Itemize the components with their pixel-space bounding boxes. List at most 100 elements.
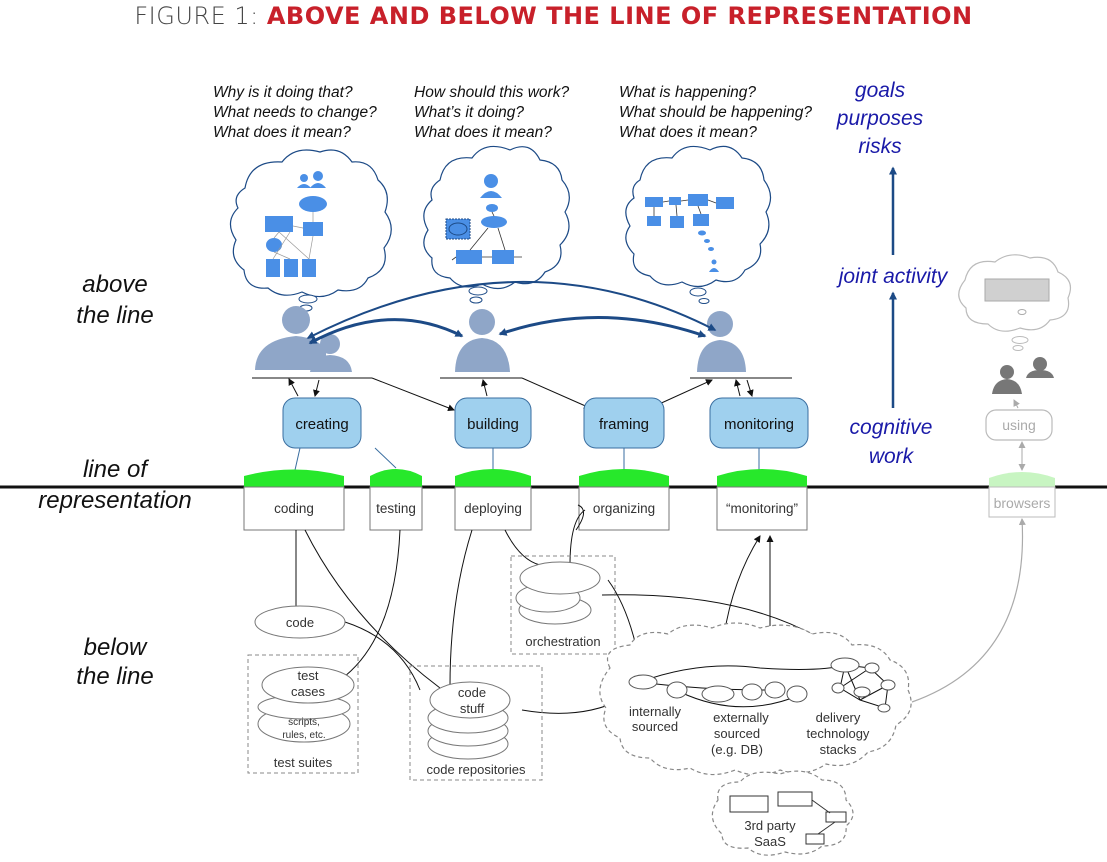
activity-label: creating xyxy=(295,416,348,433)
below-line-label: below xyxy=(84,634,148,661)
box-icon xyxy=(265,216,293,232)
question-text: How should this work? xyxy=(414,84,569,101)
representation-label: coding xyxy=(274,501,314,516)
box-icon xyxy=(445,218,471,240)
green-caps xyxy=(244,469,1055,487)
code-stuff-label: stuff xyxy=(460,701,485,716)
scripts-label: scripts, xyxy=(288,717,320,728)
box-icon xyxy=(456,250,482,264)
activity-using: using xyxy=(985,409,1053,441)
box-icon xyxy=(302,259,316,277)
activity-creating: creating xyxy=(282,397,362,449)
code-node: code xyxy=(254,605,346,639)
line-of-representation-label: line of xyxy=(83,456,149,483)
above-line-label: above xyxy=(82,271,147,298)
activity-monitoring: monitoring xyxy=(709,397,809,449)
questions-creating: Why is it doing that? What needs to chan… xyxy=(213,84,377,141)
person-building-icon xyxy=(455,309,510,372)
question-text: What does it mean? xyxy=(414,124,552,141)
box-icon xyxy=(492,250,514,264)
internally-sourced-label: sourced xyxy=(632,719,678,734)
figure-title-prefix: FIGURE 1: xyxy=(134,2,267,30)
box-icon xyxy=(645,197,663,207)
person-icon xyxy=(709,259,719,272)
questions-building: How should this work? What’s it doing? W… xyxy=(414,84,569,141)
test-suites-group: test cases scripts, rules, etc. test sui… xyxy=(247,654,359,774)
code-repositories-label: code repositories xyxy=(427,762,526,777)
person-icon xyxy=(480,174,502,198)
goals-label: goals xyxy=(855,79,906,102)
orchestration-group: orchestration xyxy=(510,555,616,655)
code-stuff-label: code xyxy=(458,685,486,700)
using-link xyxy=(1013,399,1020,409)
test-cases-label: cases xyxy=(291,684,325,699)
right-axis: goals purposes risks joint activity cogn… xyxy=(836,79,949,468)
ellipse-icon xyxy=(481,216,507,228)
saas-label: 3rd party xyxy=(744,818,796,833)
representation-label: testing xyxy=(376,501,416,516)
box-icon xyxy=(688,194,708,206)
figure-title-main: ABOVE AND BELOW THE LINE OF REPRESENTATI… xyxy=(266,2,973,30)
person-icon xyxy=(297,174,311,188)
level-labels: above the line line of representation be… xyxy=(38,271,191,690)
person-icon xyxy=(310,171,326,188)
cognitive-label: cognitive xyxy=(850,416,933,439)
joint-activity-arrows xyxy=(306,280,717,345)
above-line-label: the line xyxy=(76,302,153,329)
activity-label: building xyxy=(467,416,519,433)
externally-sourced-label: (e.g. DB) xyxy=(711,742,763,757)
activity-cap-links xyxy=(294,447,760,471)
thought-bubble-building xyxy=(423,145,570,304)
question-text: What needs to change? xyxy=(213,104,377,121)
representation-label: browsers xyxy=(994,495,1051,511)
question-text: What’s it doing? xyxy=(414,104,524,121)
thought-bubble-monitoring xyxy=(625,145,772,304)
code-repositories-group: code stuff code repositories xyxy=(409,665,543,781)
externally-sourced-label: sourced xyxy=(714,726,760,741)
scripts-label: rules, etc. xyxy=(282,730,325,741)
box-icon xyxy=(303,222,323,236)
box-icon xyxy=(670,216,684,228)
question-text: What does it mean? xyxy=(213,124,351,141)
activity-label: using xyxy=(1002,417,1035,433)
test-suites-label: test suites xyxy=(274,755,333,770)
activity-building: building xyxy=(454,397,532,449)
infrastructure-cloud: internally sourced externally sourced (e… xyxy=(599,622,912,776)
activity-connectors xyxy=(288,377,754,412)
rep-monitoring: “monitoring” xyxy=(716,486,808,531)
externally-sourced-label: externally xyxy=(713,710,769,725)
representation-label: organizing xyxy=(593,501,655,516)
activity-framing: framing xyxy=(583,397,665,449)
box-icon xyxy=(693,214,709,226)
saas-cloud: 3rd party SaaS xyxy=(711,770,854,856)
rep-testing: testing xyxy=(369,486,423,531)
ellipse-icon xyxy=(486,204,498,212)
activity-label: framing xyxy=(599,416,649,433)
purposes-label: purposes xyxy=(836,107,924,130)
line-of-representation-label: representation xyxy=(38,487,191,514)
box-icon xyxy=(266,259,280,277)
rep-deploying: deploying xyxy=(454,486,532,531)
saas-label: SaaS xyxy=(754,834,786,849)
below-line-label: the line xyxy=(76,663,153,690)
person-pair-using-icon xyxy=(992,357,1054,394)
delivery-stacks-label: delivery xyxy=(816,710,861,725)
rep-coding: coding xyxy=(243,486,345,531)
work-label: work xyxy=(869,445,915,468)
activity-label: monitoring xyxy=(724,416,794,433)
box-icon xyxy=(284,259,298,277)
representation-label: “monitoring” xyxy=(726,501,798,516)
rep-browsers: browsers xyxy=(988,486,1056,518)
box-icon xyxy=(716,197,734,209)
questions-monitoring: What is happening? What should be happen… xyxy=(619,84,812,141)
delivery-stacks-label: stacks xyxy=(820,742,857,757)
representation-label: deploying xyxy=(464,501,522,516)
thought-bubble-using xyxy=(958,254,1071,351)
rep-organizing: organizing xyxy=(578,486,670,531)
box-icon xyxy=(647,216,661,226)
risks-label: risks xyxy=(858,135,902,158)
person-pair-creating-icon xyxy=(255,306,352,372)
question-text: Why is it doing that? xyxy=(213,84,353,101)
question-text: What should be happening? xyxy=(619,104,812,121)
